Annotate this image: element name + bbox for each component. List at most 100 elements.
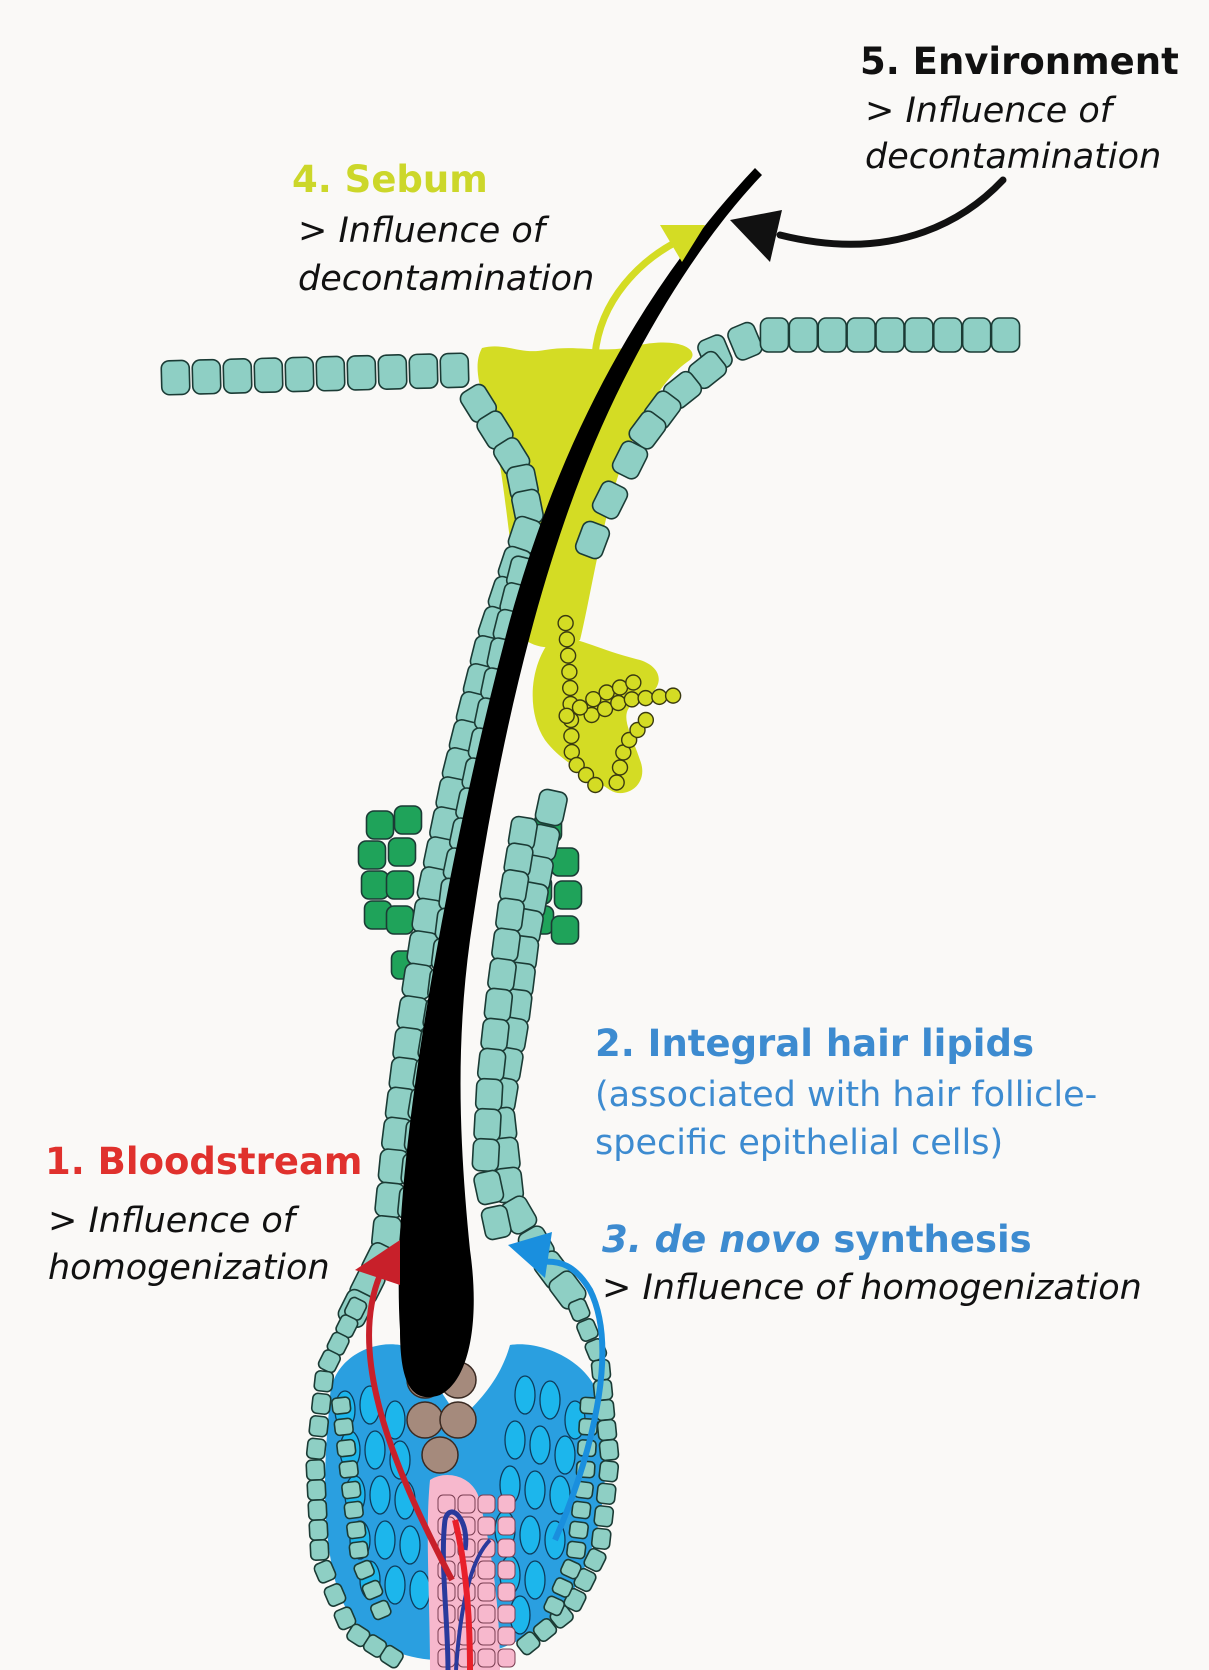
- epithelial-cell: [316, 356, 345, 391]
- papilla-cell: [498, 1627, 515, 1645]
- bulb-cell: [331, 1397, 351, 1415]
- matrix-cell: [505, 1421, 525, 1459]
- green-cell: [389, 838, 416, 866]
- papilla-cell: [498, 1539, 515, 1557]
- epithelial-cell: [440, 353, 469, 388]
- sebaceous-gland: [533, 616, 681, 794]
- gland-cell: [626, 675, 641, 690]
- epithelial-cell: [487, 957, 517, 992]
- green-cell: [395, 806, 422, 834]
- papilla-cell: [498, 1649, 515, 1667]
- bulb-cell: [307, 1480, 326, 1501]
- gland-cell: [652, 689, 667, 704]
- green-cell: [552, 916, 579, 944]
- green-cell: [359, 841, 386, 869]
- epithelial-cell: [477, 1048, 506, 1083]
- matrix-cell: [365, 1431, 385, 1469]
- epithelial-cell: [847, 318, 875, 352]
- matrix-cell: [375, 1521, 395, 1559]
- dermal-cell: [407, 1402, 443, 1438]
- bloodstream-line2: homogenization: [48, 1245, 330, 1291]
- sebum-line1: > Influence of: [298, 208, 545, 254]
- gland-cell: [561, 648, 576, 663]
- green-cell: [387, 871, 414, 899]
- bulb-cell: [594, 1505, 614, 1527]
- papilla-cell: [498, 1517, 515, 1535]
- matrix-cell: [540, 1381, 560, 1419]
- bloodstream-line1: > Influence of: [48, 1198, 295, 1244]
- gland-cell: [564, 729, 579, 744]
- bulb-cell: [571, 1501, 591, 1519]
- epithelial-cell: [495, 897, 525, 932]
- gland-cell: [638, 691, 653, 706]
- matrix-cell: [530, 1426, 550, 1464]
- gland-cell: [611, 696, 626, 711]
- gland-cell: [609, 775, 624, 790]
- matrix-cell: [525, 1471, 545, 1509]
- epithelial-cell: [192, 359, 221, 394]
- de-novo-line1: > Influence of homogenization: [602, 1265, 1142, 1311]
- papilla-cell: [498, 1561, 515, 1579]
- de-novo-title-italic: 3. de novo: [602, 1218, 820, 1261]
- bulb-cell: [346, 1521, 366, 1539]
- matrix-cell: [515, 1376, 535, 1414]
- epithelial-cell: [491, 927, 521, 962]
- bulb-cell: [597, 1419, 617, 1441]
- epithelial-cell: [789, 318, 817, 352]
- dermal-cell: [440, 1402, 476, 1438]
- gland-cell: [586, 692, 601, 707]
- bulb-cell: [599, 1439, 619, 1461]
- epithelial-cell: [963, 318, 991, 352]
- epidermis-right: [696, 318, 1020, 375]
- matrix-cell: [400, 1526, 420, 1564]
- bulb-cell: [341, 1481, 361, 1499]
- epithelial-cell: [480, 1018, 509, 1053]
- epithelial-cell: [475, 1078, 503, 1111]
- bulb-cell: [591, 1528, 611, 1550]
- bulb-cell: [306, 1460, 325, 1481]
- matrix-cell: [525, 1561, 545, 1599]
- bulb-cell: [339, 1460, 359, 1478]
- bulb-cell: [596, 1483, 616, 1505]
- bulb-cell: [310, 1540, 329, 1561]
- environment-line1: > Influence of: [865, 88, 1112, 134]
- bulb-cell: [314, 1370, 334, 1392]
- bulb-cell: [334, 1418, 354, 1436]
- epithelial-cell: [347, 355, 376, 390]
- matrix-cell: [520, 1516, 540, 1554]
- bulb-cell: [306, 1438, 326, 1460]
- bloodstream-title: 1. Bloodstream: [45, 1140, 362, 1184]
- epithelial-cell: [254, 358, 283, 393]
- gland-cell: [666, 688, 681, 703]
- epithelial-cell: [934, 318, 962, 352]
- bulb-cell: [566, 1541, 586, 1559]
- gland-cell: [563, 681, 578, 696]
- papilla-cell: [498, 1605, 515, 1623]
- de-novo-title-rest: synthesis: [820, 1218, 1031, 1261]
- bulb-cell: [308, 1500, 327, 1521]
- papilla-cell: [478, 1517, 495, 1535]
- epithelial-cell: [905, 318, 933, 352]
- gland-cell: [638, 713, 653, 728]
- epithelial-cell: [472, 1138, 500, 1171]
- green-cell: [367, 811, 394, 839]
- sebum-line2: decontamination: [298, 256, 594, 302]
- epithelial-cell: [760, 318, 788, 352]
- bulb-cell: [309, 1415, 329, 1437]
- epithelial-cell: [876, 318, 904, 352]
- gland-cell: [613, 760, 628, 775]
- epithelial-cell: [378, 355, 407, 390]
- epidermis-left: [161, 353, 469, 395]
- matrix-cell: [410, 1571, 430, 1609]
- bulb-cell: [309, 1520, 328, 1541]
- integral-line2: specific epithelial cells): [595, 1120, 1003, 1166]
- environment-arrow-head: [730, 210, 782, 262]
- papilla-cell: [498, 1583, 515, 1601]
- gland-cell: [573, 700, 588, 715]
- green-cell: [555, 881, 582, 909]
- gland-cell: [559, 632, 574, 647]
- environment-title: 5. Environment: [860, 40, 1179, 84]
- gland-cell: [558, 616, 573, 631]
- papilla-cell: [498, 1495, 515, 1513]
